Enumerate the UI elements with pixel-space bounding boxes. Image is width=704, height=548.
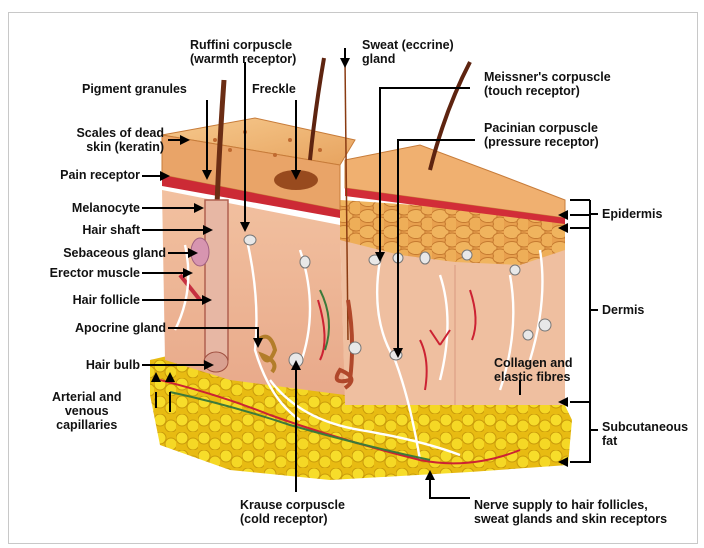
label-nerve-supply: Nerve supply to hair follicles, sweat gl… <box>474 498 667 526</box>
label-subcutaneous-fat: Subcutaneous fat <box>602 420 688 448</box>
label-pigment-granules: Pigment granules <box>82 82 187 96</box>
label-sebaceous-gland: Sebaceous gland <box>14 246 166 260</box>
hair-follicle-shape <box>205 200 228 366</box>
label-pacinian-corpuscle: Pacinian corpuscle (pressure receptor) <box>484 121 599 149</box>
label-collagen-elastic-fibres: Collagen and elastic fibres <box>494 356 572 384</box>
label-hair-bulb: Hair bulb <box>24 358 140 372</box>
label-freckle: Freckle <box>252 82 296 96</box>
label-epidermis: Epidermis <box>602 207 662 221</box>
label-hair-shaft: Hair shaft <box>24 223 140 237</box>
label-melanocyte: Melanocyte <box>24 201 140 215</box>
label-apocrine-gland: Apocrine gland <box>14 321 166 335</box>
label-pain-receptor: Pain receptor <box>24 168 140 182</box>
label-meissner-corpuscle: Meissner's corpuscle (touch receptor) <box>484 70 611 98</box>
label-hair-follicle: Hair follicle <box>24 293 140 307</box>
label-ruffini-corpuscle: Ruffini corpuscle (warmth receptor) <box>190 38 296 66</box>
label-arterial-venous-capillaries: Arterial and venous capillaries <box>52 390 121 432</box>
label-sweat-gland: Sweat (eccrine) gland <box>362 38 454 66</box>
label-dermis: Dermis <box>602 303 644 317</box>
label-scales-of-dead-skin: Scales of dead skin (keratin) <box>24 126 164 154</box>
label-krause-corpuscle: Krause corpuscle (cold receptor) <box>240 498 345 526</box>
label-erector-muscle: Erector muscle <box>24 266 140 280</box>
